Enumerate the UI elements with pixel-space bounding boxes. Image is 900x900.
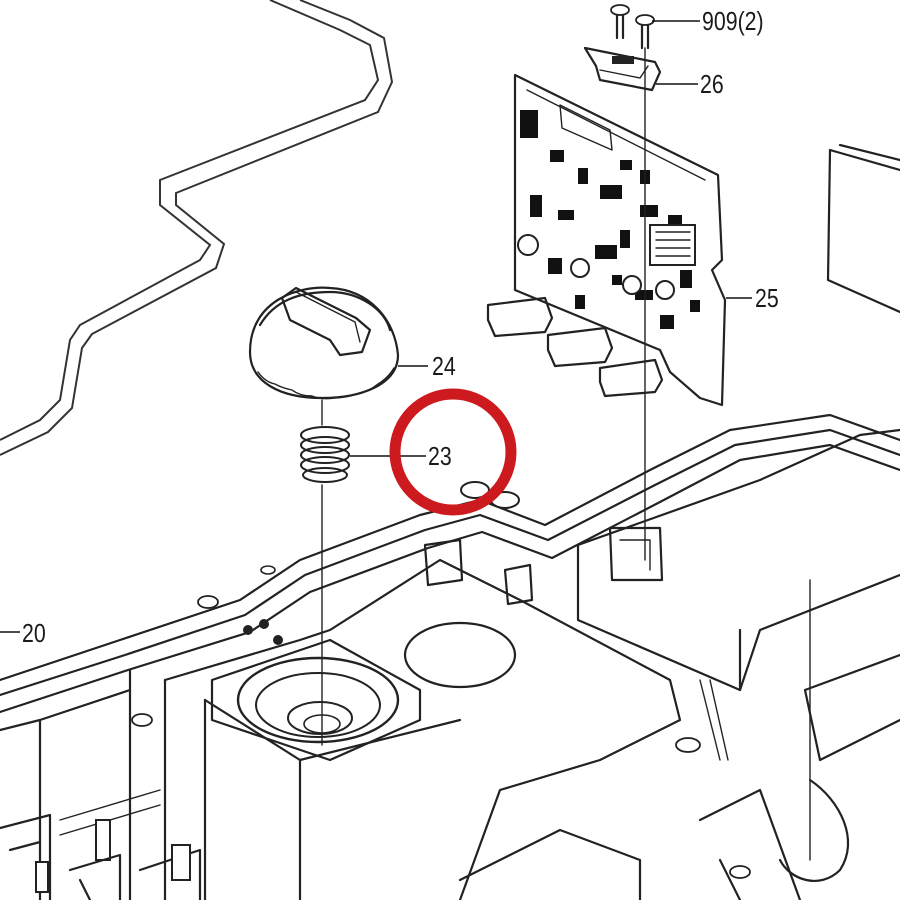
side-panel <box>826 143 900 314</box>
callout-25: 25 <box>755 283 779 313</box>
callout-23: 23 <box>428 441 452 471</box>
board-bracket <box>583 46 662 92</box>
rotary-knob <box>248 286 400 400</box>
screw-pair <box>610 4 655 50</box>
callout-20: 20 <box>22 618 46 648</box>
callout-24: 24 <box>432 351 456 381</box>
compression-spring <box>300 426 350 483</box>
power-cable <box>0 0 394 456</box>
callout-909: 909(2) <box>702 6 764 36</box>
highlight-circle <box>389 388 517 516</box>
leader-lines <box>0 20 752 633</box>
machine-housing <box>0 413 900 900</box>
circuit-board <box>486 73 727 407</box>
callout-26: 26 <box>700 69 724 99</box>
